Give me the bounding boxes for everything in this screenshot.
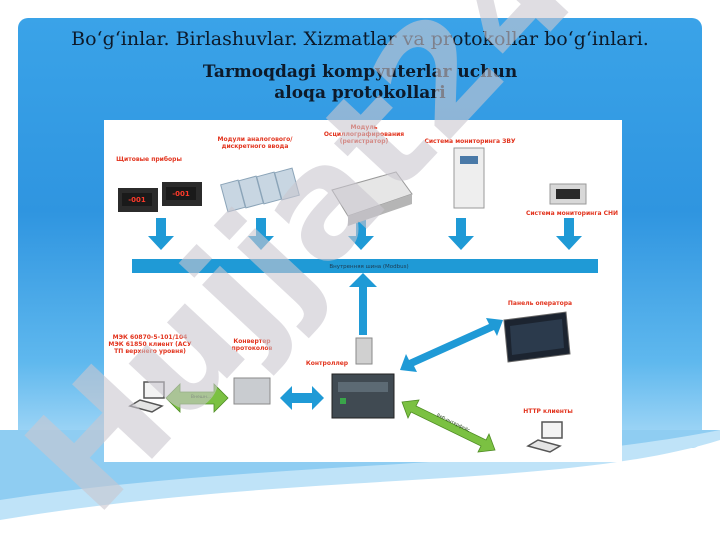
meter-display-1: -001	[128, 196, 146, 204]
modbus-bus-bar	[132, 259, 598, 273]
slide-subtitle: Tarmoqdagi kompyuterlar uchun aloqa prot…	[160, 62, 560, 104]
panel-meters	[118, 182, 202, 212]
label-iec-client: МЭК 60870-5-101/104 МЭК 61850 клиент (АС…	[108, 334, 192, 355]
subtitle-line-2: aloqa protokollari	[274, 83, 446, 103]
label-bus: Внутренняя шина (Modbus)	[329, 264, 409, 270]
sni-device	[549, 183, 587, 205]
label-monitor-sni: Система мониторинга СНИ	[525, 210, 619, 217]
din-module	[355, 337, 373, 365]
label-monitor-zvu: Система мониторинга ЗВУ	[424, 138, 516, 145]
controller-up-arrow	[349, 273, 377, 335]
converter-controller-arrow	[280, 386, 324, 410]
analog-modules	[220, 167, 300, 213]
protocol-diagram: Щитовые приборы Модули аналогового/дискр…	[104, 120, 622, 462]
controller-device	[331, 373, 395, 419]
oscillo-module	[331, 171, 413, 226]
client-pc-right	[526, 421, 563, 453]
bus-down-arrows	[148, 218, 582, 250]
subtitle-line-1: Tarmoqdagi kompyuterlar uchun	[202, 62, 518, 82]
meter-display-2: -001	[172, 190, 190, 198]
label-controller: Контроллер	[305, 360, 349, 367]
controller-http-arrow	[401, 399, 496, 453]
label-analog-module: Модули аналогового/дискретного ввода	[217, 136, 293, 150]
converter-device	[233, 377, 271, 405]
controller-panel-arrow	[400, 318, 503, 372]
label-http-clients: HTTP клиенты	[523, 408, 573, 415]
label-operator-panel: Панель оператора	[507, 300, 573, 307]
slide-title: Bo‘g‘inlar. Birlashuvlar. Xizmatlar va p…	[71, 28, 649, 50]
label-oscillo-module: Модуль Осциллографирования (регистратор)	[323, 124, 405, 145]
label-converter: Конвертер протоколов	[231, 338, 273, 352]
diagram-graphics	[118, 147, 598, 453]
client-pc-left	[128, 381, 165, 413]
operator-panel	[503, 311, 571, 363]
converter-to-pc-arrow	[165, 383, 229, 413]
label-panel-devices: Щитовые приборы	[116, 156, 182, 163]
label-arrow-upper: Внешн...	[190, 395, 212, 400]
zvu-cabinet	[453, 147, 485, 209]
